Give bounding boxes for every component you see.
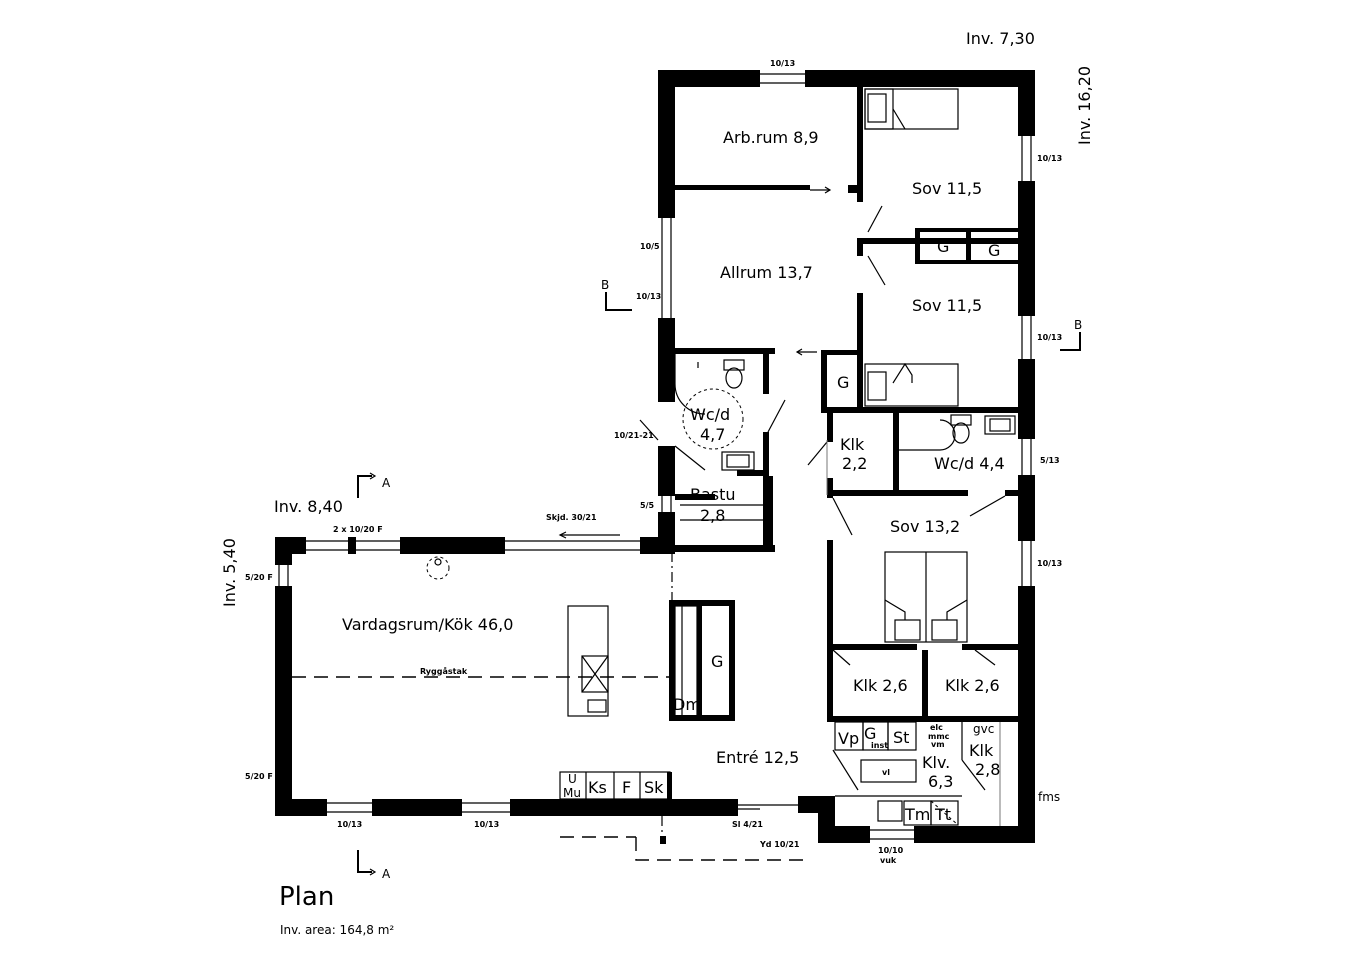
window-right3: 5/13	[1040, 456, 1060, 465]
room-arbrum: Arb.rum 8,9	[723, 128, 819, 147]
room-vardagsrum: Vardagsrum/Kök 46,0	[342, 615, 513, 634]
fixture-dm: Dm	[673, 695, 701, 714]
fixture-vl: vl	[882, 768, 890, 777]
level-top: Inv. 7,30	[966, 29, 1035, 48]
window-sliding: Skjd. 30/21	[546, 513, 597, 522]
room-klk4-name: Klk	[969, 741, 994, 760]
window-right2: 10/13	[1037, 333, 1062, 342]
window-door-wc: 10/21-21	[614, 431, 654, 440]
window-sl: Sl 4/21	[732, 820, 763, 829]
window-bottom2: 10/13	[474, 820, 499, 829]
fixture-vp: Vp	[838, 729, 859, 748]
level-left: Inv. 5,40	[220, 538, 239, 607]
section-markers	[357, 292, 1081, 876]
fixture-sk: Sk	[644, 778, 664, 797]
fixture-mmc: mmc	[928, 732, 950, 741]
fixture-vm: vm	[931, 740, 945, 749]
fixture-st: St	[893, 728, 909, 747]
fixture-inst: inst	[871, 741, 888, 750]
window-yd: Yd 10/21	[759, 840, 800, 849]
room-klk1-area: 2,2	[842, 454, 867, 473]
fixture-g2: G	[988, 241, 1000, 260]
fixture-mu: Mu	[563, 786, 581, 800]
section-b-left: B	[601, 278, 609, 292]
fixture-tm: Tm	[904, 805, 930, 824]
fixture-ks: Ks	[588, 778, 607, 797]
section-a-top: A	[382, 476, 391, 490]
window-left2: 10/13	[636, 292, 661, 301]
room-bastu-area: 2,8	[700, 506, 725, 525]
room-klk1-name: Klk	[840, 435, 865, 454]
labels: Inv. 7,30 Inv. 16,20 Inv. 5,40 Inv. 8,40…	[220, 29, 1094, 937]
ridge-label: Ryggåstak	[420, 666, 468, 676]
section-b-right: B	[1074, 318, 1082, 332]
window-left1: 10/5	[640, 242, 660, 251]
window-right4: 10/13	[1037, 559, 1062, 568]
fixture-tt: Tt	[934, 805, 951, 824]
room-wcd1-area: 4,7	[700, 425, 725, 444]
fixture-g4: G	[711, 652, 723, 671]
fixture-g3: G	[837, 373, 849, 392]
room-allrum: Allrum 13,7	[720, 263, 813, 282]
room-sov3: Sov 13,2	[890, 517, 960, 536]
fixture-f: F	[622, 778, 631, 797]
furniture	[292, 88, 1016, 861]
section-a-bottom: A	[382, 867, 391, 881]
fixture-fms: fms	[1038, 790, 1060, 804]
window-right1: 10/13	[1037, 154, 1062, 163]
room-klv-area: 6,3	[928, 772, 953, 791]
room-klk2: Klk 2,6	[853, 676, 908, 695]
fixture-gvc: gvc	[973, 722, 994, 736]
fixture-elc: elc	[930, 723, 943, 732]
window-liv-left2: 5/20 F	[245, 772, 273, 781]
fixture-g1: G	[937, 237, 949, 256]
window-liv-left1: 5/20 F	[245, 573, 273, 582]
plan-area: Inv. area: 164,8 m²	[280, 923, 394, 937]
room-sov2: Sov 11,5	[912, 296, 982, 315]
fixture-g5: G	[864, 724, 876, 743]
window-vuk1: 10/10	[878, 846, 904, 855]
plan-title: Plan	[279, 882, 334, 912]
window-top: 10/13	[770, 59, 795, 68]
window-vuk2: vuk	[880, 856, 897, 865]
room-wcd1-name: Wc/d	[690, 405, 730, 424]
level-upper-left: Inv. 8,40	[274, 497, 343, 516]
room-bastu-name: Bastu	[690, 485, 736, 504]
exterior-walls	[658, 70, 1035, 843]
room-entre: Entré 12,5	[716, 748, 799, 767]
window-liv-top: 2 x 10/20 F	[333, 525, 383, 534]
living-walls	[275, 537, 798, 816]
window-bottom1: 10/13	[337, 820, 362, 829]
room-klv-name: Klv.	[922, 753, 950, 772]
room-sov1: Sov 11,5	[912, 179, 982, 198]
room-klk4-area: 2,8	[975, 760, 1000, 779]
fixture-u: U	[568, 772, 577, 786]
room-wcd2: Wc/d 4,4	[934, 454, 1005, 473]
level-right: Inv. 16,20	[1075, 66, 1094, 145]
interior-walls	[348, 87, 1021, 722]
window-bastu: 5/5	[640, 501, 654, 510]
room-klk3: Klk 2,6	[945, 676, 1000, 695]
